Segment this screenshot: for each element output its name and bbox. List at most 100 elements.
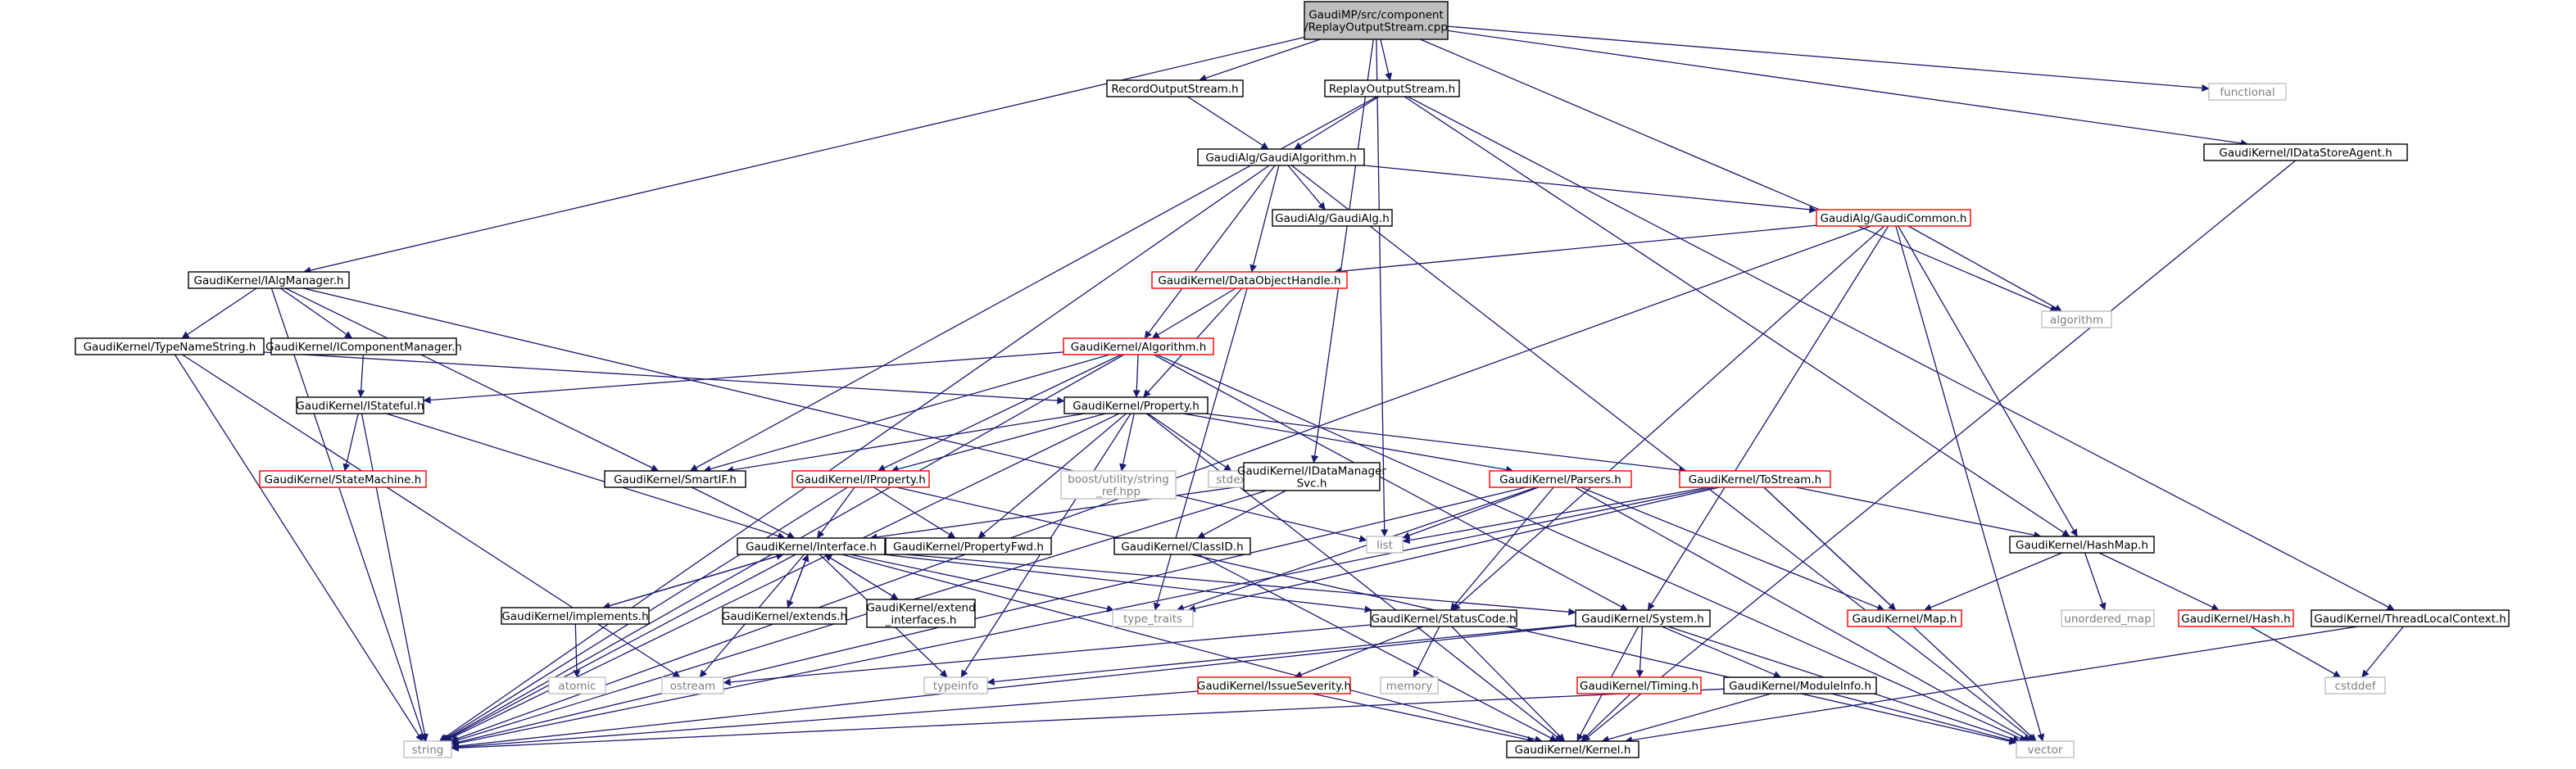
node-smartif[interactable]: GaudiKernel/SmartIF.h	[604, 470, 746, 488]
node-box	[1489, 470, 1632, 488]
node-tostream[interactable]: GaudiKernel/ToStream.h	[1679, 470, 1831, 488]
node-maph[interactable]: GaudiKernel/Map.h	[1847, 609, 1962, 627]
edge-property-to-parsers	[1182, 413, 1514, 474]
node-label: GaudiKernel/StatusCode.h	[1372, 613, 1517, 626]
edge-algorithmh-to-istateful	[423, 351, 1064, 405]
node-classid[interactable]: GaudiKernel/ClassID.h	[1113, 537, 1251, 555]
node-box	[1366, 536, 1404, 554]
node-algorithmh[interactable]: GaudiKernel/Algorithm.h	[1063, 337, 1214, 355]
node-istateful[interactable]: GaudiKernel/IStateful.h	[296, 396, 424, 414]
edge-gaudicommon-to-system	[1647, 225, 1889, 611]
edge-root-to-algorithm_std	[1420, 38, 2058, 312]
node-issueseverity[interactable]: GaudiKernel/IssueSeverity.h	[1197, 676, 1351, 694]
edge-tostream-to-string	[451, 486, 1716, 747]
edge-ialgmanager-to-smartif	[285, 287, 659, 472]
edge-root-to-record	[1199, 38, 1321, 82]
node-label: GaudiAlg/GaudiCommon.h	[1821, 212, 1967, 225]
node-box	[2016, 740, 2075, 758]
node-idatastoreagent[interactable]: GaudiKernel/IDataStoreAgent.h	[2203, 143, 2408, 161]
edge-algorithmh-to-system	[1153, 354, 1628, 611]
node-replay[interactable]: ReplayOutputStream.h	[1324, 79, 1460, 97]
node-typenamestring[interactable]: GaudiKernel/TypeNameString.h	[75, 337, 265, 355]
node-hashmap[interactable]: GaudiKernel/HashMap.h	[2009, 536, 2155, 554]
node-box	[1575, 609, 1711, 627]
node-gaudialgorithm[interactable]: GaudiAlg/GaudiAlgorithm.h	[1197, 148, 1365, 166]
node-parsers[interactable]: GaudiKernel/Parsers.h	[1489, 470, 1632, 488]
edge-iproperty-to-propertyfwd	[873, 486, 956, 539]
node-kernelh[interactable]: GaudiKernel/Kernel.h	[1506, 740, 1639, 758]
node-label: atomic	[558, 680, 596, 693]
node-extendinterfaces[interactable]: GaudiKernel/extend_interfaces.h	[866, 599, 976, 628]
edge-gaudicommon-to-hashmap	[1898, 225, 2078, 537]
node-box	[1064, 396, 1209, 414]
node-label: GaudiKernel/Hash.h	[2181, 613, 2290, 626]
node-hashh[interactable]: GaudiKernel/Hash.h	[2178, 609, 2294, 627]
node-root[interactable]: GaudiMP/src/component/ReplayOutputStream…	[1304, 1, 1449, 40]
edge-record-to-gaudialgorithm	[1187, 96, 1269, 150]
node-extends[interactable]: GaudiKernel/extends.h	[722, 607, 847, 625]
node-propertyfwd[interactable]: GaudiKernel/PropertyFwd.h	[885, 537, 1052, 555]
edge-typenamestring-to-string	[174, 354, 424, 742]
node-label: GaudiKernel/IAlgManager.h	[194, 274, 344, 287]
node-typeinfo: typeinfo	[923, 676, 988, 694]
edge-gaudialgorithm-to-string	[439, 165, 1270, 742]
node-box	[501, 607, 650, 625]
node-label: GaudiAlg/GaudiAlgorithm.h	[1205, 152, 1356, 165]
node-statemachine[interactable]: GaudiKernel/StateMachine.h	[259, 470, 427, 488]
node-gaudialg[interactable]: GaudiAlg/GaudiAlg.h	[1272, 209, 1393, 227]
node-icomponentmanager[interactable]: GaudiKernel/IComponentManager.h	[265, 337, 462, 355]
node-box	[2311, 609, 2510, 627]
node-property[interactable]: GaudiKernel/Property.h	[1064, 396, 1209, 414]
edge-property-to-propertyfwd	[977, 413, 1127, 539]
node-box	[1370, 609, 1517, 627]
node-statuscode[interactable]: GaudiKernel/StatusCode.h	[1370, 609, 1517, 627]
edge-root-to-ialgmanager	[303, 36, 1305, 274]
node-label: vector	[2028, 744, 2063, 757]
edge-ialgmanager-to-icomponentmanager	[279, 287, 353, 339]
edge-root-to-idatamanagersvc	[1311, 38, 1374, 464]
node-label: GaudiKernel/Property.h	[1073, 400, 1200, 413]
node-dataobjecthandle[interactable]: GaudiKernel/DataObjectHandle.h	[1151, 271, 1348, 289]
node-box	[1063, 337, 1214, 355]
edge-parsers-to-string	[451, 486, 1526, 746]
node-iproperty[interactable]: GaudiKernel/IProperty.h	[791, 470, 930, 488]
node-label: /ReplayOutputStream.cpp	[1304, 21, 1448, 34]
node-box	[2009, 536, 2155, 554]
node-box	[75, 337, 265, 355]
node-timing[interactable]: GaudiKernel/Timing.h	[1576, 676, 1702, 694]
node-memory: memory	[1380, 676, 1439, 694]
node-system[interactable]: GaudiKernel/System.h	[1575, 609, 1711, 627]
edge-property-to-iproperty	[891, 413, 1106, 473]
node-threadlocal[interactable]: GaudiKernel/ThreadLocalContext.h	[2311, 609, 2510, 627]
node-label: _interfaces.h	[885, 614, 957, 627]
node-record[interactable]: RecordOutputStream.h	[1106, 79, 1244, 97]
node-box	[604, 470, 746, 488]
node-gaudicommon[interactable]: GaudiAlg/GaudiCommon.h	[1816, 209, 1971, 227]
node-label: GaudiKernel/IProperty.h	[796, 473, 926, 486]
node-box	[885, 537, 1052, 555]
node-label: memory	[1386, 680, 1432, 693]
node-functional: functional	[2208, 83, 2287, 101]
node-ialgmanager[interactable]: GaudiKernel/IAlgManager.h	[188, 271, 350, 289]
node-box	[1380, 676, 1439, 694]
node-box	[866, 599, 976, 628]
edge-parsers-to-vector	[1575, 486, 2031, 742]
node-interface[interactable]: GaudiKernel/Interface.h	[737, 537, 886, 555]
edge-parsers-to-type_traits	[1176, 486, 1537, 612]
node-implements[interactable]: GaudiKernel/implements.h	[501, 607, 650, 625]
edge-timing-to-kernelh	[1581, 693, 1631, 742]
node-label: GaudiKernel/IStateful.h	[296, 400, 424, 413]
edge-root-to-idatastoreagent	[1447, 29, 2248, 147]
edge-hashmap-to-hashh	[2098, 552, 2220, 611]
node-box	[1106, 79, 1244, 97]
node-label: _ref.hpp	[1095, 486, 1141, 499]
node-moduleinfo[interactable]: GaudiKernel/ModuleInfo.h	[1723, 676, 1877, 694]
edge-system-to-string	[451, 625, 1576, 750]
edge-istateful-to-statemachine	[342, 413, 359, 472]
edge-interface-to-kernelh	[841, 554, 1543, 744]
node-box	[2061, 609, 2155, 627]
node-label: ostream	[670, 680, 716, 693]
node-box	[259, 470, 427, 488]
edge-ialgmanager-to-typenamestring	[181, 287, 257, 339]
